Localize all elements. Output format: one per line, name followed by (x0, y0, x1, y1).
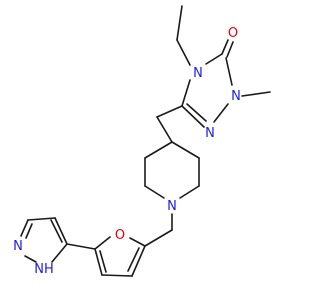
bond-n1-n2 (213, 103, 229, 123)
bond-pip-c5-c4 (171, 141, 200, 159)
atom-label-n2-triazole: N (205, 126, 215, 141)
bond-n2-c3-double-a (181, 105, 205, 128)
bond-pz-c5-c4-double-b (50, 219, 63, 243)
atom-labels: N O N N N O N NH (13, 26, 241, 277)
bond-pip-c2-n (144, 185, 165, 199)
bond-pip-n-c6 (179, 185, 200, 199)
atom-label-o-furan: O (115, 228, 125, 243)
bond-furan-c2-c3-double-a (94, 248, 103, 276)
bonds (20, 5, 271, 277)
bond-pz-c3-n2-double-a (20, 219, 29, 237)
bond-pz-c5-c4-double-a (54, 217, 68, 245)
bond-c5-o-double-b (226, 41, 234, 58)
bond-furan-pyrazole (66, 243, 96, 250)
atom-label-nh-pyrazole: NH (34, 262, 54, 277)
bond-n1-methyl (241, 91, 271, 97)
molecule-structure: N O N N N O N NH (13, 5, 271, 277)
atom-label-n-pyrazole: N (13, 239, 23, 254)
bond-furan-c2-c3-double-b (99, 250, 107, 273)
bond-furan-c3-c4 (101, 274, 133, 277)
bond-furan-o-c2 (94, 236, 111, 250)
atom-label-o-carbonyl: O (228, 26, 238, 41)
bond-ethyl-ch2-n4 (176, 39, 191, 66)
atom-label-n-piperidine: N (167, 199, 177, 214)
bond-c3-n4 (181, 79, 191, 107)
bond-pz-n2-n1 (24, 255, 37, 263)
atom-label-n1-triazole: N (231, 89, 241, 104)
bond-furan-c5-o (129, 237, 146, 247)
bond-pz-c3-n2-double-b (25, 223, 33, 239)
bond-n4-c5 (205, 53, 223, 65)
bond-c3-ch2 (156, 105, 183, 118)
bond-pz-c4-c3 (27, 217, 56, 221)
bond-c5-o-double-a (221, 39, 229, 55)
bond-ethyl-ch3-ch2 (176, 5, 183, 41)
bond-furan-c4-c5-double-b (127, 247, 140, 272)
bond-n2-c3-double-b (186, 103, 207, 122)
bond-ch2-piperidine (156, 116, 173, 143)
bond-c5-n1 (225, 57, 233, 86)
bond-furan-c4-c5-double-a (131, 245, 146, 277)
bond-pip-c4-c3 (144, 141, 173, 159)
bond-ch2-furan (144, 229, 173, 247)
atom-label-n4-triazole: N (193, 66, 203, 81)
bond-pz-n1-c5 (51, 243, 68, 263)
